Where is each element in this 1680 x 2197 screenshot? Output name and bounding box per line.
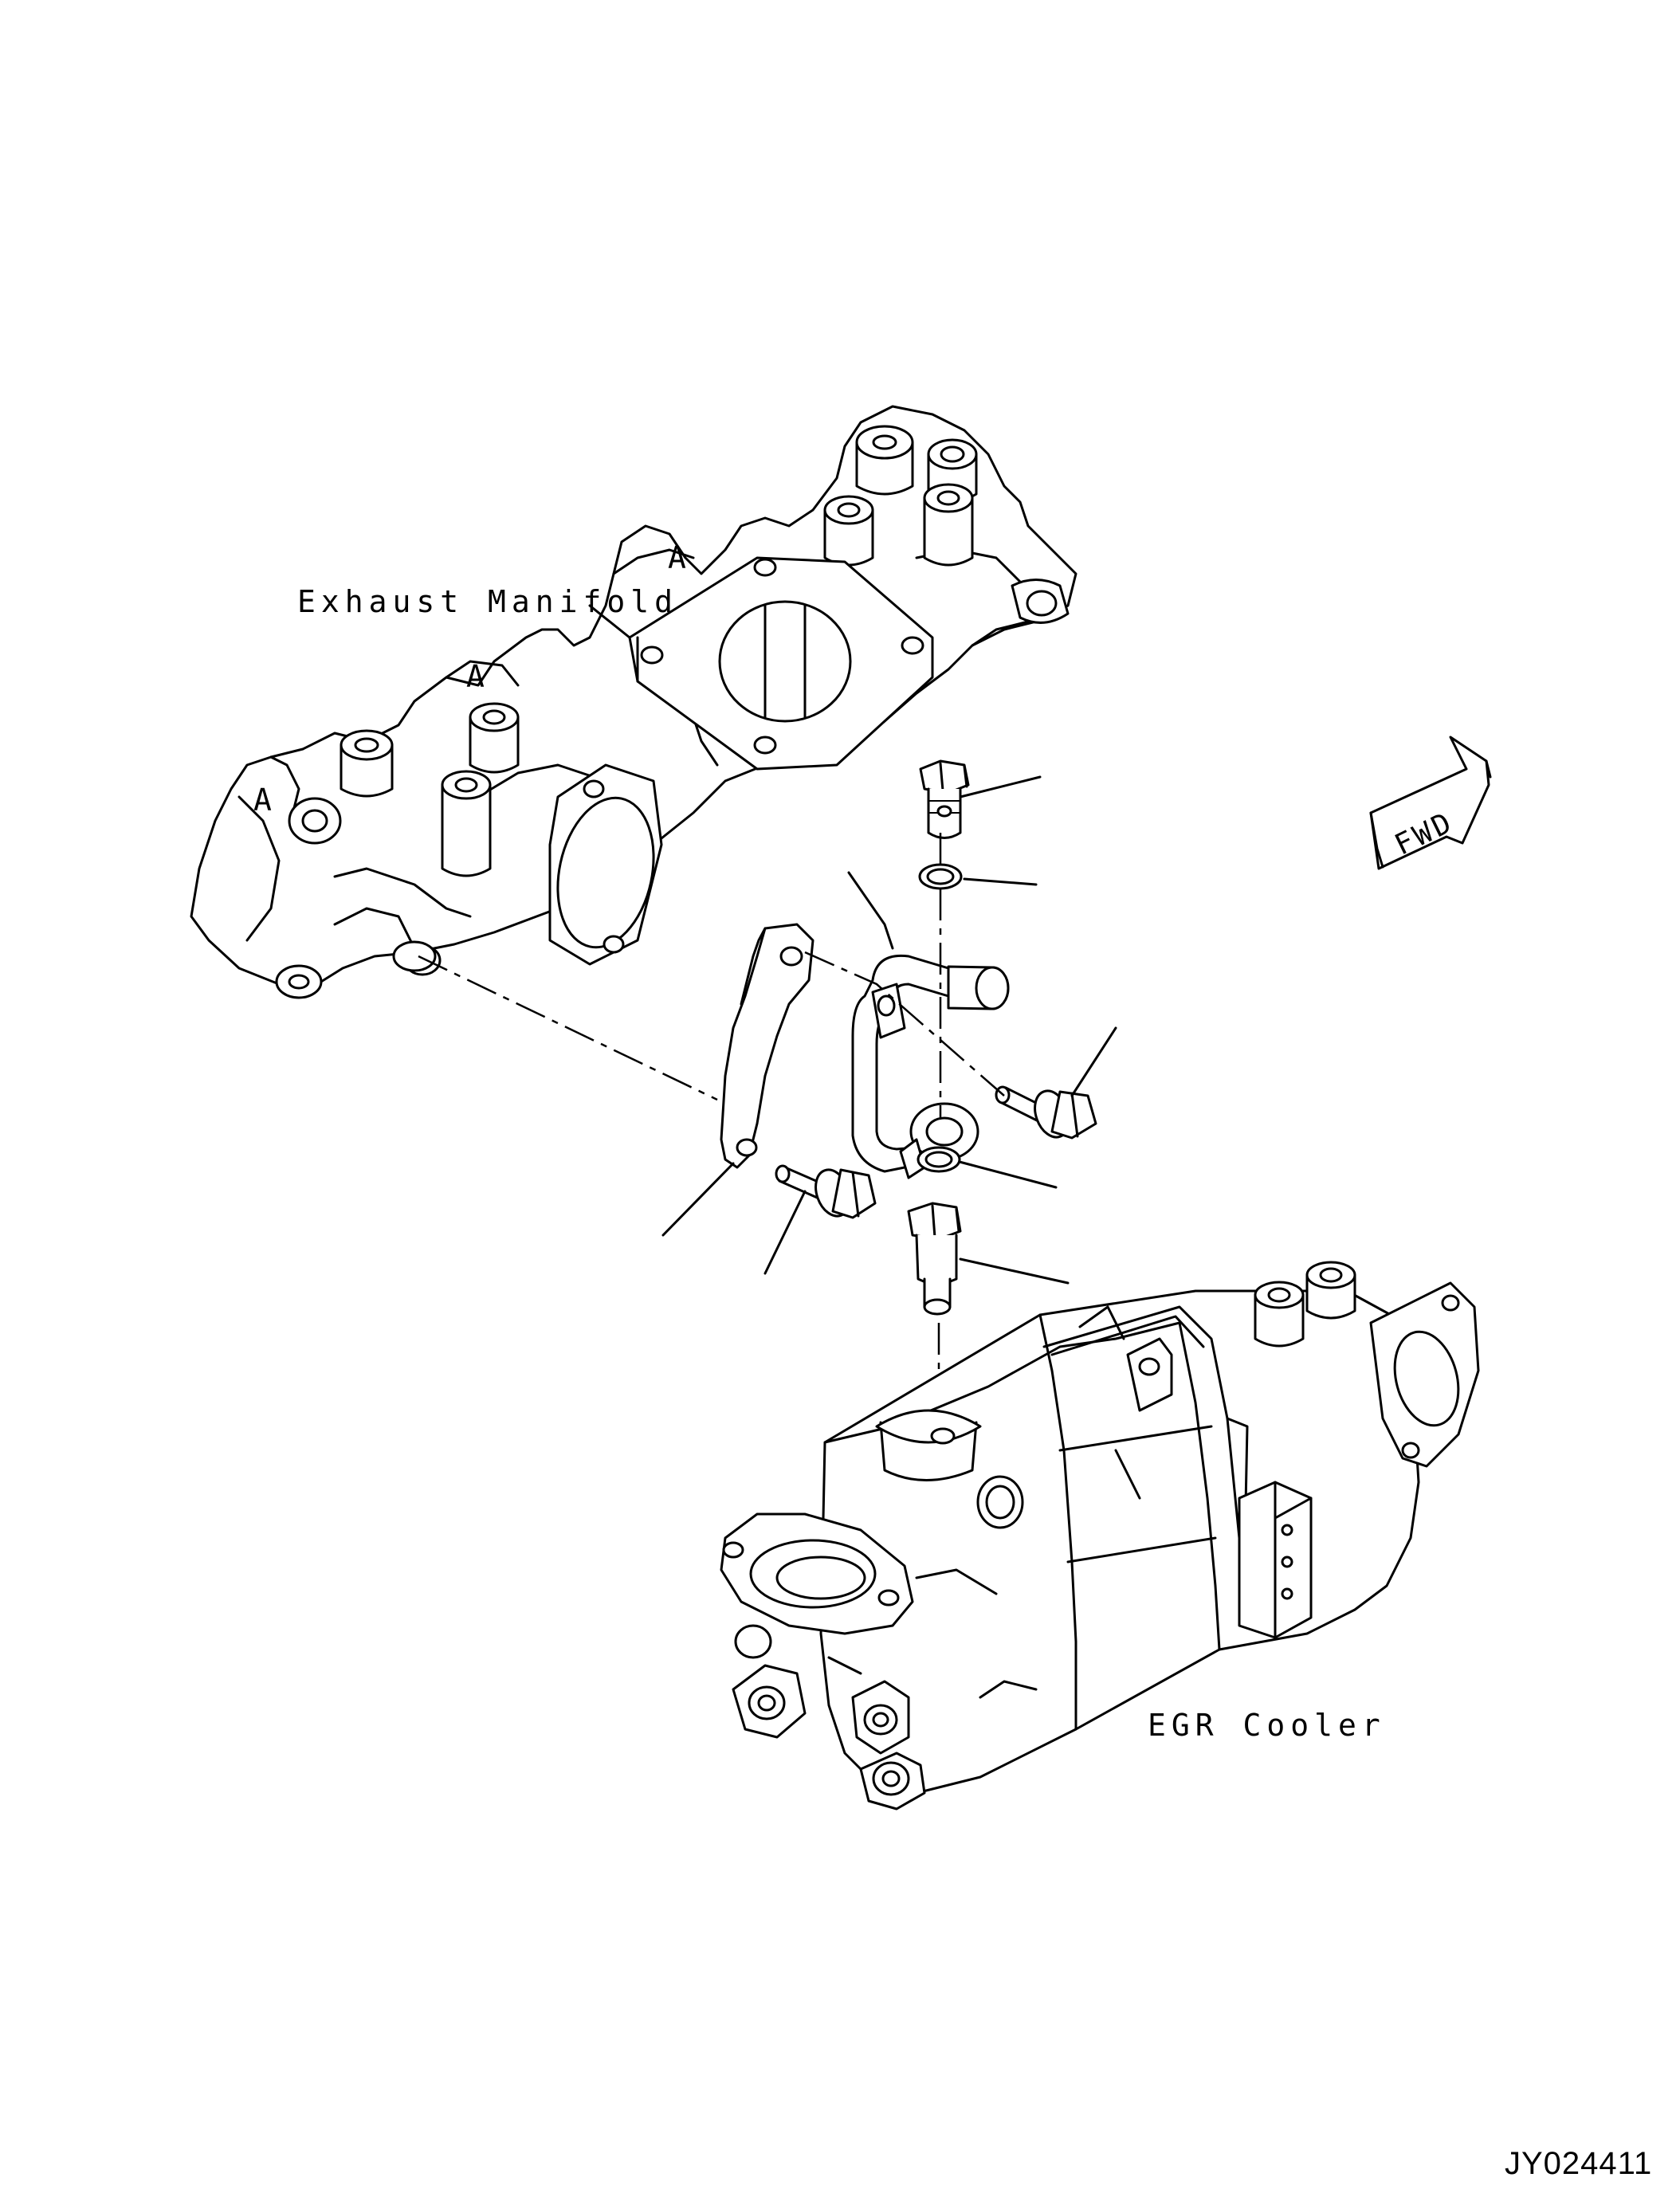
casting-mark-a-2: A bbox=[466, 659, 490, 694]
egr-cooler-label: EGR Cooler bbox=[1148, 1708, 1386, 1743]
egr-cooler bbox=[720, 1261, 1480, 1811]
washer-upper bbox=[918, 863, 963, 890]
fwd-arrow: FWD bbox=[1369, 736, 1492, 870]
washer-lower bbox=[917, 1146, 961, 1173]
bracket bbox=[720, 923, 814, 1169]
drawing-code: JY024411 bbox=[1505, 2146, 1652, 2181]
hollow-bolt-upper bbox=[919, 759, 970, 839]
connector-bolt-lower bbox=[907, 1202, 962, 1316]
egr-pipe bbox=[851, 954, 1010, 1179]
exhaust-manifold-label: Exhaust Manifold bbox=[297, 584, 678, 619]
exhaust-manifold: A A A bbox=[190, 405, 1077, 999]
flange-bolt-left bbox=[775, 1164, 877, 1219]
leader-lines bbox=[661, 775, 1117, 1285]
flange-bolt-right bbox=[995, 1085, 1097, 1140]
casting-mark-a-1: A bbox=[668, 540, 692, 575]
casting-mark-a-3: A bbox=[253, 783, 277, 818]
